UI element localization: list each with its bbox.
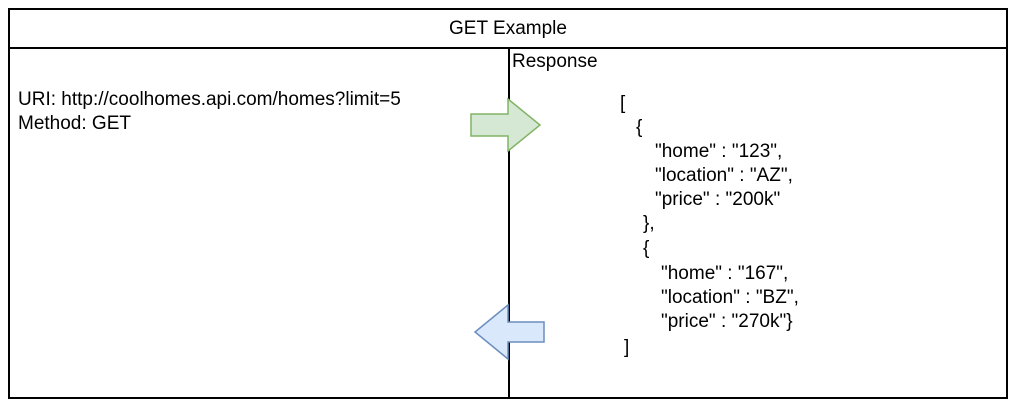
json-line: "location" : "AZ", [655, 165, 793, 186]
json-line: "price" : "200k" [655, 189, 781, 210]
request-method: Method: GET [18, 113, 131, 134]
json-line: { [636, 117, 643, 138]
response-arrow-shape [473, 303, 545, 361]
diagram-title: GET Example [10, 10, 1006, 49]
json-line: { [643, 238, 650, 259]
json-line: }, [643, 213, 655, 234]
request-uri: URI: http://coolhomes.api.com/homes?limi… [18, 89, 401, 110]
response-label: Response [512, 51, 598, 72]
request-arrow-shape [470, 97, 542, 153]
column-divider [508, 49, 510, 397]
json-line: ] [624, 337, 630, 358]
json-line: "home" : "167", [661, 263, 789, 284]
response-arrow [473, 303, 545, 361]
diagram-frame: GET Example [8, 8, 1008, 399]
request-arrow [470, 97, 542, 153]
json-line: "location" : "BZ", [661, 287, 799, 308]
json-line: "price" : "270k"} [661, 311, 793, 332]
request-panel: URI: http://coolhomes.api.com/homes?limi… [18, 88, 401, 136]
json-line: "home" : "123", [655, 141, 783, 162]
json-line: [ [620, 93, 626, 114]
